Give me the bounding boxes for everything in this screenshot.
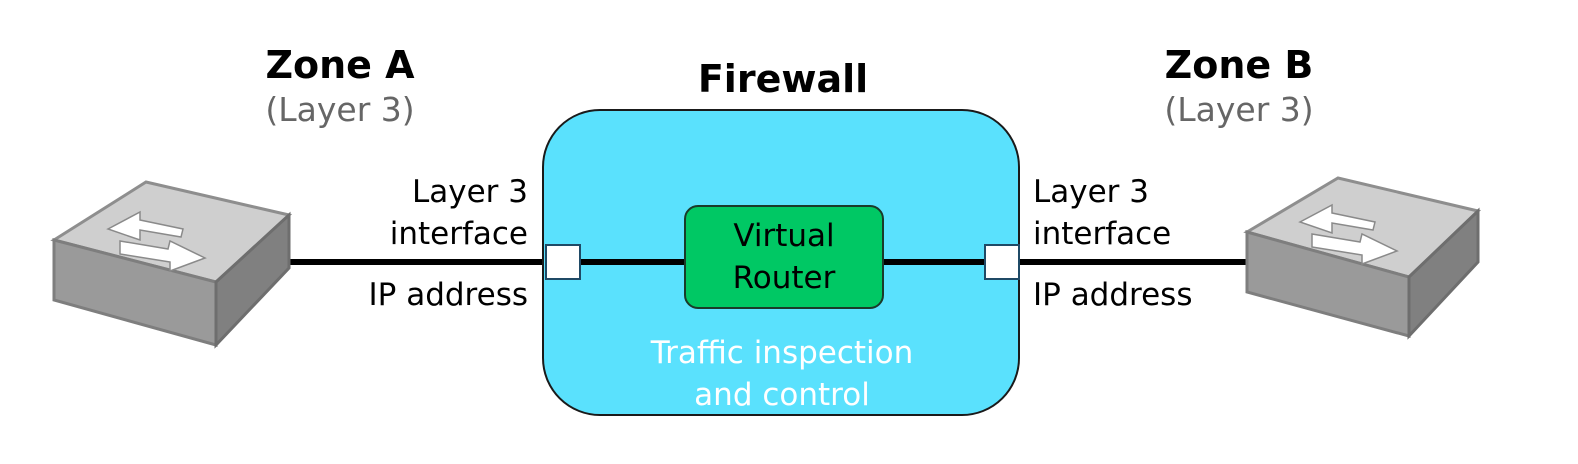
interface-port-left: [545, 244, 581, 280]
virtual-router: Virtual Router: [684, 205, 884, 309]
virtual-router-line2: Router: [732, 260, 836, 296]
firewall-title: Firewall: [697, 57, 869, 101]
virtual-router-line1: Virtual: [733, 218, 835, 254]
left-interface-line2: interface: [389, 216, 528, 252]
left-interface-label: Layer 3 interface: [330, 171, 528, 255]
zone-b-subtitle: (Layer 3): [1164, 90, 1314, 129]
inspection-line2: and control: [694, 377, 870, 413]
switch-icon: [50, 180, 293, 349]
left-interface-line1: Layer 3: [411, 174, 528, 210]
right-interface-label: Layer 3 interface: [1033, 171, 1171, 255]
traffic-inspection-label: Traffic inspection and control: [592, 332, 972, 416]
right-interface-line2: interface: [1033, 216, 1172, 252]
interface-port-right: [984, 244, 1020, 280]
switch-icon: [1243, 176, 1482, 340]
zone-a-subtitle: (Layer 3): [265, 90, 415, 129]
right-interface-line1: Layer 3: [1033, 174, 1150, 210]
zone-a-title: Zone A: [265, 43, 415, 87]
left-ip-address-label: IP address: [368, 277, 528, 313]
right-ip-address-label: IP address: [1033, 277, 1193, 313]
zone-b-title: Zone B: [1164, 43, 1314, 87]
inspection-line1: Traffic inspection: [650, 335, 914, 371]
